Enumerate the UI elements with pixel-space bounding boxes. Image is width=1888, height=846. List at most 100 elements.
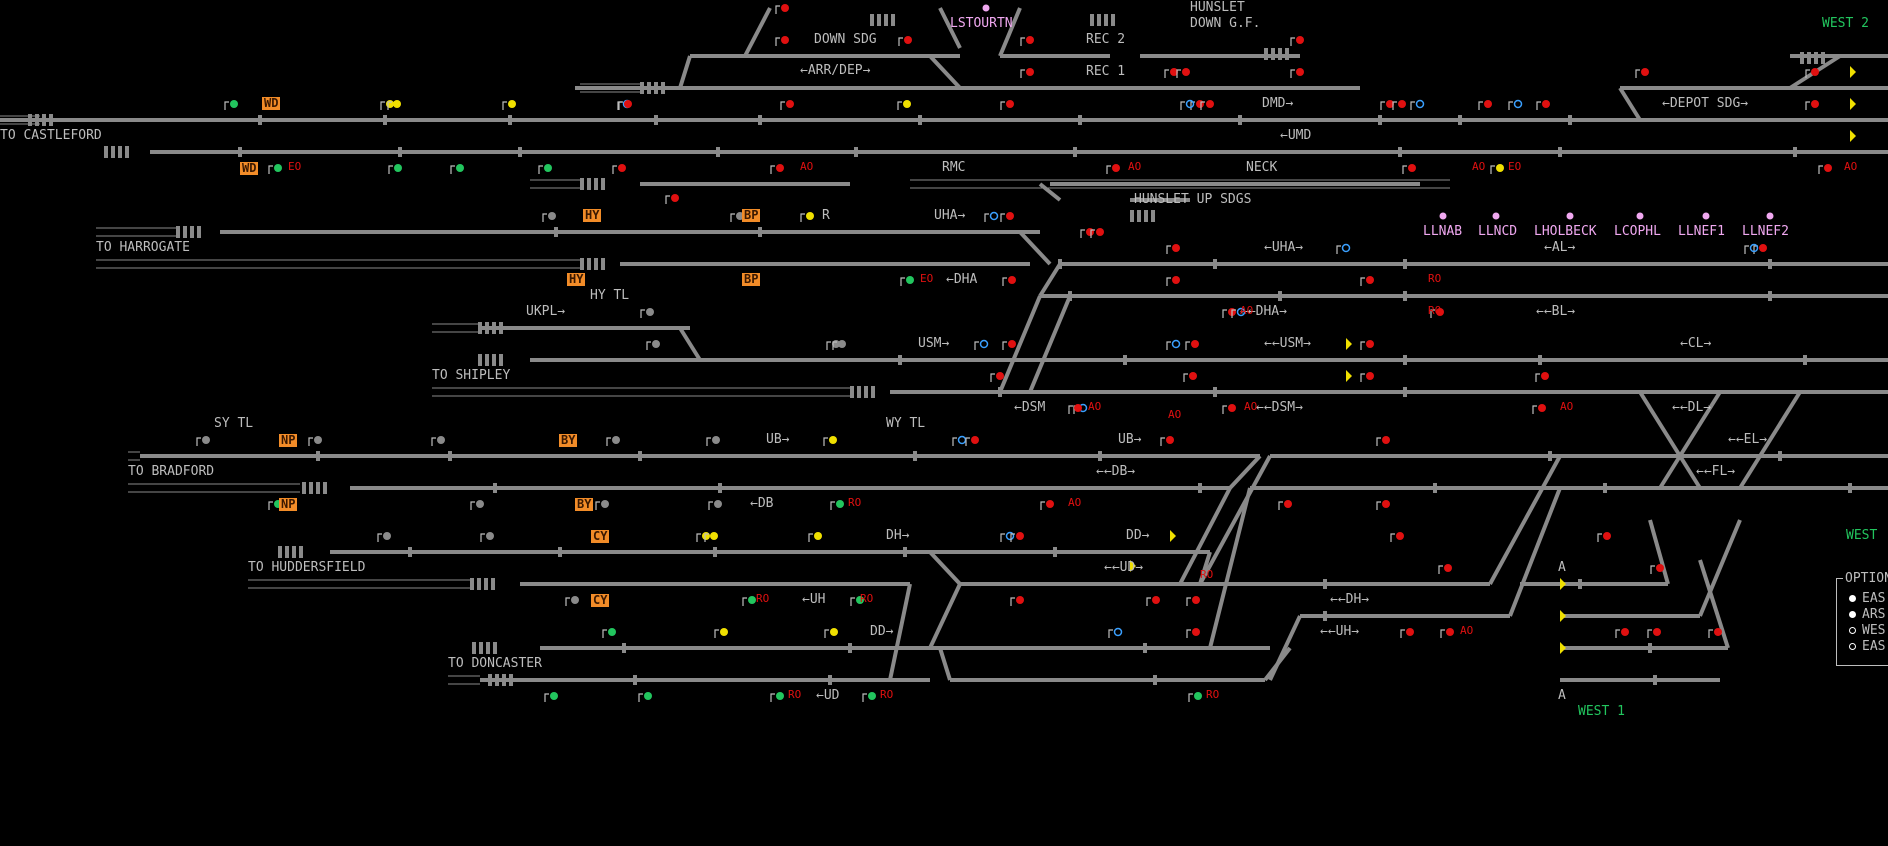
signal-63[interactable] [974,339,989,351]
signal-121[interactable] [544,692,558,702]
signal-24[interactable] [1508,99,1523,111]
signal-34[interactable] [770,164,784,174]
signal-75[interactable] [1532,404,1546,414]
signal-7[interactable] [1380,100,1394,110]
platform-label-1[interactable]: LLNCD [1478,224,1518,239]
berth-box-6[interactable]: NP [279,433,298,447]
signal-60[interactable] [646,340,660,350]
signal-9[interactable] [1478,100,1492,110]
route-indicator-8[interactable] [1560,642,1566,654]
berth-box-9[interactable]: BY [575,497,594,511]
signal-37[interactable] [1490,164,1504,174]
signal-89[interactable] [708,500,722,510]
signal-87[interactable] [470,500,484,510]
signal-55[interactable] [1360,276,1374,286]
signal-17[interactable] [1290,36,1304,46]
signal-58[interactable] [1430,308,1444,318]
signal-30[interactable] [268,164,282,174]
berth-box-7[interactable]: BY [559,433,578,447]
signal-110[interactable] [1186,596,1200,606]
option-eas[interactable]: EAS [1849,591,1885,606]
signal-21[interactable] [618,100,632,110]
route-indicator-4[interactable] [1850,130,1856,142]
berth-box-4[interactable]: HY [567,272,586,286]
signal-45[interactable] [984,211,999,223]
route-indicator-5[interactable] [1130,560,1136,572]
signal-104[interactable] [1597,532,1611,542]
area-west-1[interactable]: WEST 1 [1578,704,1625,719]
signal-1[interactable] [775,36,789,46]
berth-box-2[interactable]: HY [583,208,602,222]
berth-box-5[interactable]: BP [742,272,761,286]
route-indicator-1[interactable] [1346,370,1352,382]
signal-95[interactable] [480,532,494,542]
signal-105[interactable] [565,596,579,606]
signal-3[interactable] [780,100,794,110]
signal-84[interactable] [1160,436,1174,446]
signal-4[interactable] [1000,100,1014,110]
signal-22[interactable] [1180,99,1195,111]
signal-23[interactable] [1410,99,1425,111]
signal-layer[interactable] [196,4,1856,702]
signal-123[interactable] [770,692,784,702]
signal-25[interactable] [224,100,238,110]
signal-77[interactable] [308,436,322,446]
signal-115[interactable] [1186,628,1200,638]
signal-94[interactable] [377,532,391,542]
signal-82[interactable] [952,435,967,447]
option-eas-2[interactable]: EAS [1849,639,1885,654]
signal-52[interactable] [900,276,914,286]
signal-54[interactable] [1166,276,1180,286]
signal-80[interactable] [706,436,720,446]
signal-99[interactable] [1000,531,1015,543]
signal-36[interactable] [1402,164,1416,174]
signal-28[interactable] [502,100,516,110]
berth-box-10[interactable]: CY [591,529,610,543]
signal-59[interactable] [640,308,654,318]
signal-91[interactable] [1040,500,1054,510]
berth-box-11[interactable]: CY [591,593,610,607]
signal-66[interactable] [1185,340,1199,350]
option-wes[interactable]: WES [1849,623,1885,638]
route-indicator-2[interactable] [1850,66,1856,78]
signal-12[interactable] [1805,68,1819,78]
signal-51[interactable] [1744,243,1759,255]
signal-69[interactable] [1183,372,1197,382]
signal-32[interactable] [450,164,464,174]
signal-14[interactable] [1020,36,1034,46]
signal-100[interactable] [1010,532,1024,542]
signal-78[interactable] [431,436,445,446]
signal-108[interactable] [1010,596,1024,606]
signal-27[interactable] [387,100,401,110]
signal-71[interactable] [1535,372,1549,382]
platform-label-2[interactable]: LHOLBECK [1534,224,1597,239]
signal-65[interactable] [1166,339,1181,351]
signal-38[interactable] [1818,164,1832,174]
route-indicator-0[interactable] [1346,338,1352,350]
signal-41[interactable] [542,212,556,222]
route-indicator-6[interactable] [1560,578,1566,590]
signal-8[interactable] [1392,100,1406,110]
signal-106[interactable] [742,596,756,606]
signal-81[interactable] [823,436,837,446]
signal-29[interactable] [897,100,911,110]
signal-44[interactable] [1000,212,1014,222]
signal-11[interactable] [1805,100,1819,110]
signal-102[interactable] [1438,564,1452,574]
signal-74[interactable] [1222,404,1236,414]
signal-53[interactable] [1002,276,1016,286]
signal-19[interactable] [1176,68,1190,78]
signal-47[interactable] [1090,228,1104,238]
signal-93[interactable] [1376,500,1390,510]
signal-57[interactable] [1231,307,1246,319]
signal-118[interactable] [1615,628,1629,638]
signal-35[interactable] [1106,164,1120,174]
area-west[interactable]: WEST [1846,528,1878,543]
signal-117[interactable] [1440,628,1454,638]
signal-107[interactable] [850,596,864,606]
signal-124[interactable] [862,692,876,702]
signal-97[interactable] [704,532,718,542]
option-ars[interactable]: ARS [1849,607,1885,622]
area-west-2[interactable]: WEST 2 [1822,16,1869,31]
signal-125[interactable] [1188,692,1202,702]
